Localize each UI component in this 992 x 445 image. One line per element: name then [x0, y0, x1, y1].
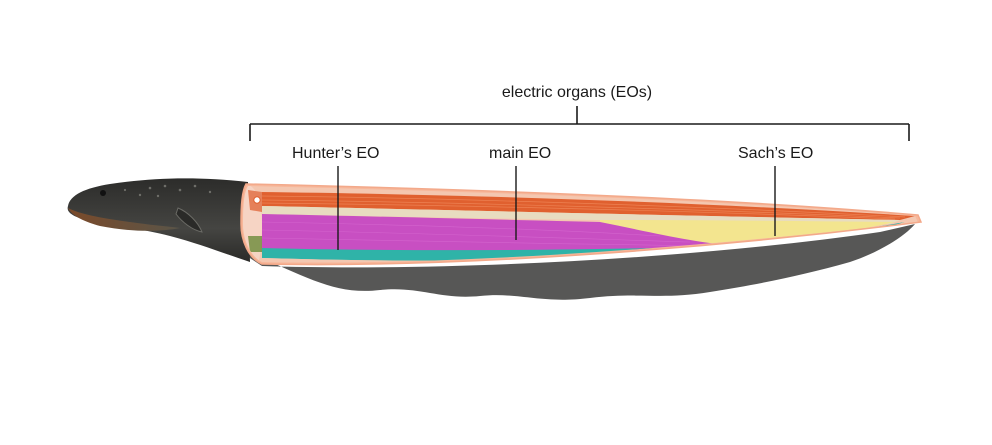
main-eo-label: main EO	[489, 145, 552, 162]
spinal-cord	[253, 196, 261, 204]
main-eo	[262, 214, 740, 253]
spine-band	[262, 206, 900, 224]
anterior-viscera	[248, 236, 262, 252]
electric-organs-title: electric organs (EOs)	[501, 84, 653, 101]
hunters-eo-label: Hunter’s EO	[292, 145, 380, 162]
eel-jaw	[68, 208, 180, 231]
eel-eye	[100, 190, 106, 196]
body-rim	[240, 183, 923, 266]
pectoral-fin	[175, 207, 203, 233]
head-spots	[123, 184, 212, 198]
eel-head	[67, 178, 251, 262]
anal-fin	[230, 224, 915, 300]
eo-bracket	[249, 106, 910, 141]
main-eo-striations	[261, 221, 711, 247]
muscle-striations	[261, 195, 906, 220]
sachs-eo-label: Sach’s EO	[738, 145, 814, 162]
